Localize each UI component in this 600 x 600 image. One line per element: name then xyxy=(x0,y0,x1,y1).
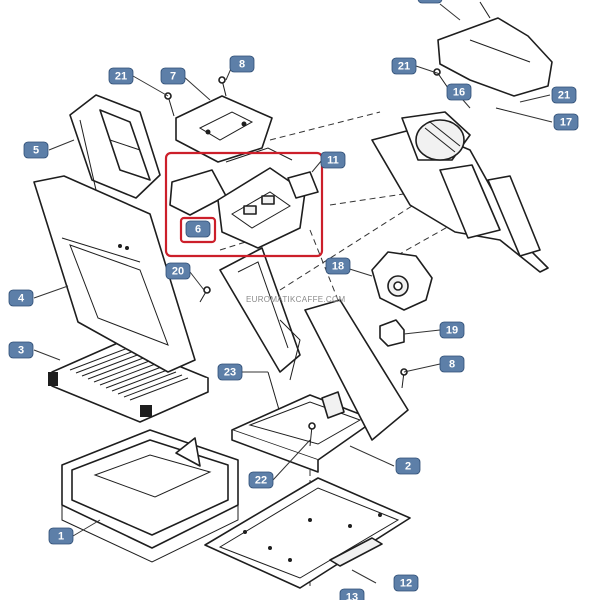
callout-number: 3 xyxy=(18,345,24,357)
part-drip-grille xyxy=(48,341,209,423)
callout-number: 22 xyxy=(255,475,267,487)
highlight-frame-part6 xyxy=(179,216,217,244)
callout-number: 2 xyxy=(405,461,411,473)
callout-number: 11 xyxy=(327,155,339,167)
callout-number: 8 xyxy=(449,359,455,371)
callout-badge-8: 8 xyxy=(439,355,465,373)
callout-badge-13: 13 xyxy=(339,588,365,600)
callout-badge-16: 16 xyxy=(446,83,472,101)
callout-badge-5: 5 xyxy=(23,141,49,159)
part-connector xyxy=(379,319,405,347)
callout-badge-5: 5 xyxy=(417,0,443,4)
callout-number: 5 xyxy=(33,145,39,157)
callout-number: 20 xyxy=(172,266,184,278)
part-top-motor xyxy=(437,1,553,97)
part-valve-bracket xyxy=(169,147,319,249)
part-back-panel xyxy=(33,175,196,373)
callout-badge-23: 23 xyxy=(217,363,243,381)
callout-number: 13 xyxy=(346,592,358,600)
callout-leader-lines xyxy=(33,3,553,584)
callout-badge-18: 18 xyxy=(325,257,351,275)
callout-badge-8: 8 xyxy=(229,55,255,73)
callout-number: 21 xyxy=(115,71,127,83)
part-drip-tray xyxy=(61,429,239,563)
callout-badge-6: 6 xyxy=(185,220,211,238)
callout-number: 16 xyxy=(453,87,465,99)
callout-badge-21: 21 xyxy=(108,67,134,85)
part-gear-knob xyxy=(371,251,433,311)
callout-badge-22: 22 xyxy=(248,471,274,489)
callout-badge-17: 17 xyxy=(553,113,579,131)
callout-badges: 578215116204323221212132116211718198 xyxy=(8,0,579,600)
callout-number: 1 xyxy=(58,531,64,543)
callout-badge-1: 1 xyxy=(48,527,74,545)
watermark-text: EUROMATIKCAFFE.COM xyxy=(246,295,346,304)
callout-number: 18 xyxy=(332,261,344,273)
callout-badge-20: 20 xyxy=(165,262,191,280)
callout-number: 21 xyxy=(558,90,570,102)
part-main-frame xyxy=(231,299,409,473)
callout-badge-19: 19 xyxy=(439,321,465,339)
highlight-frame-group xyxy=(164,151,324,258)
callout-badge-4: 4 xyxy=(8,289,34,307)
callout-badge-12: 12 xyxy=(393,574,419,592)
part-top-plate xyxy=(175,95,273,163)
part-side-bracket xyxy=(69,94,161,199)
callout-number: 12 xyxy=(400,578,412,590)
callout-badge-21: 21 xyxy=(551,86,577,104)
callout-number: 8 xyxy=(239,59,245,71)
part-vertical-plate xyxy=(219,247,301,421)
callout-badge-2: 2 xyxy=(395,457,421,475)
callout-number: 4 xyxy=(18,293,25,305)
callout-number: 5 xyxy=(427,0,433,2)
callout-number: 7 xyxy=(170,71,176,83)
callout-badge-21: 21 xyxy=(391,57,417,75)
callout-number: 23 xyxy=(224,367,236,379)
callout-number: 21 xyxy=(398,61,410,73)
part-base-plate xyxy=(204,477,411,589)
callout-badge-7: 7 xyxy=(160,67,186,85)
callout-number: 17 xyxy=(560,117,572,129)
part-motor-assembly xyxy=(371,111,549,273)
callout-number: 6 xyxy=(195,224,201,236)
screws xyxy=(164,68,513,447)
callout-badge-3: 3 xyxy=(8,341,34,359)
callout-badge-11: 11 xyxy=(320,151,346,169)
callout-number: 19 xyxy=(446,325,458,337)
